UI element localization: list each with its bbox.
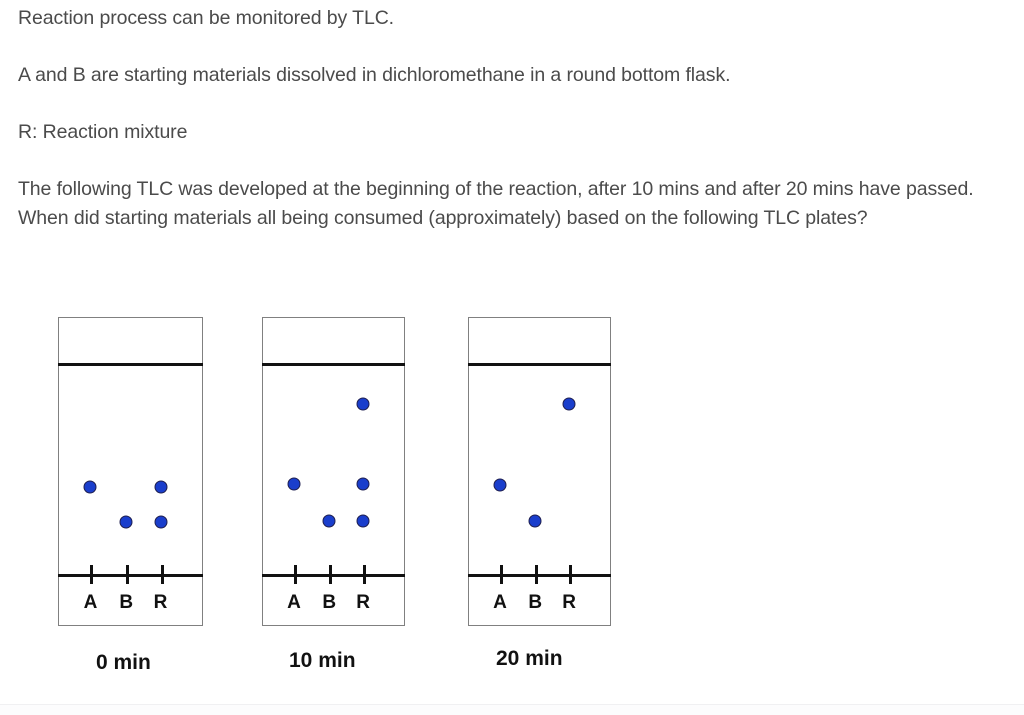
tlc-spot-r <box>562 397 576 411</box>
plate-time-label: 20 min <box>496 647 563 670</box>
lane-label-a: A <box>493 592 507 613</box>
baseline <box>58 574 203 577</box>
baseline <box>468 574 611 577</box>
lane-tick-b <box>126 565 130 584</box>
tlc-spot-r <box>154 515 168 529</box>
lane-tick-a <box>500 565 504 584</box>
tlc-spot-a <box>83 480 97 494</box>
tlc-spot-b <box>322 514 336 528</box>
tlc-spot-r <box>356 514 370 528</box>
tlc-spot-a <box>493 478 507 492</box>
lane-tick-r <box>569 565 573 584</box>
solvent-front-line <box>468 363 611 366</box>
lane-tick-r <box>160 565 164 584</box>
paragraph-materials: A and B are starting materials dissolved… <box>18 64 731 86</box>
tlc-spot-r <box>154 480 168 494</box>
paragraph-question: The following TLC was developed at the b… <box>18 178 974 229</box>
tlc-spot-r <box>356 477 370 491</box>
paragraph-intro: Reaction process can be monitored by TLC… <box>18 7 394 29</box>
lane-tick-b <box>535 565 539 584</box>
lane-label-b: B <box>528 592 543 613</box>
lane-tick-b <box>329 565 333 584</box>
lane-tick-a <box>90 565 94 584</box>
lane-label-r: R <box>356 592 370 613</box>
plate-time-label: 0 min <box>96 651 151 674</box>
plate-time-label: 10 min <box>289 649 356 672</box>
lane-label-b: B <box>119 592 134 613</box>
lane-label-r: R <box>153 592 168 613</box>
solvent-front-line <box>262 363 405 366</box>
baseline <box>262 574 405 577</box>
tlc-spot-r <box>356 397 370 411</box>
lane-tick-r <box>363 565 367 584</box>
tlc-spot-a <box>287 477 301 491</box>
solvent-front-line <box>58 363 203 366</box>
tlc-spot-b <box>119 515 133 529</box>
lane-label-r: R <box>562 592 576 613</box>
lane-label-a: A <box>287 592 301 613</box>
lane-label-b: B <box>322 592 337 613</box>
tlc-spot-b <box>528 514 542 528</box>
lane-tick-a <box>294 565 298 584</box>
paragraph-legend: R: Reaction mixture <box>18 121 188 143</box>
page-bottom-edge <box>0 704 1024 715</box>
lane-label-a: A <box>83 592 98 613</box>
